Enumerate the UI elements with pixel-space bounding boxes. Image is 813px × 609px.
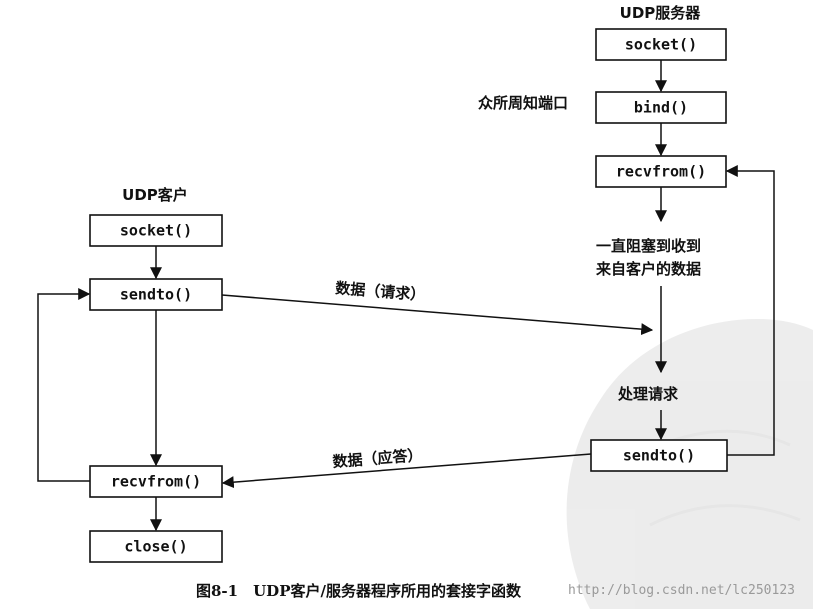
client-recvfrom-label: recvfrom() xyxy=(111,473,201,491)
client-socket-label: socket() xyxy=(120,222,192,240)
server-block-line1: 一直阻塞到收到 xyxy=(596,237,701,255)
server-bind-label: bind() xyxy=(634,99,688,117)
arrow-client-loop-back xyxy=(37,288,91,482)
client-title: UDP客户 xyxy=(122,186,188,204)
server-bind-note: 众所周知端口 xyxy=(478,94,568,112)
server-process-label: 处理请求 xyxy=(617,385,679,403)
client-close-box: close() xyxy=(89,530,223,563)
request-flow-label: 数据（请求） xyxy=(335,279,426,304)
reply-flow-label: 数据（应答） xyxy=(332,446,423,471)
url-watermark: http://blog.csdn.net/lc250123 xyxy=(568,583,795,598)
server-bind-box: bind() xyxy=(595,91,727,124)
arrow-server-loop-back xyxy=(725,165,775,456)
server-recvfrom-label: recvfrom() xyxy=(616,163,706,181)
figure-caption: 图8-1 UDP客户/服务器程序所用的套接字函数 xyxy=(196,582,522,600)
server-sendto-box: sendto() xyxy=(590,439,728,472)
server-recvfrom-box: recvfrom() xyxy=(595,155,727,188)
client-recvfrom-box: recvfrom() xyxy=(89,465,223,498)
server-title: UDP服务器 xyxy=(620,4,702,22)
arrow-request-flow xyxy=(221,294,654,336)
client-close-label: close() xyxy=(124,538,187,556)
client-socket-box: socket() xyxy=(89,214,223,247)
server-socket-box: socket() xyxy=(595,28,727,61)
client-sendto-label: sendto() xyxy=(120,286,192,304)
arrow-reply-flow xyxy=(221,453,592,489)
server-sendto-label: sendto() xyxy=(623,447,695,465)
client-sendto-box: sendto() xyxy=(89,278,223,311)
server-socket-label: socket() xyxy=(625,36,697,54)
server-block-line2: 来自客户的数据 xyxy=(595,260,701,278)
